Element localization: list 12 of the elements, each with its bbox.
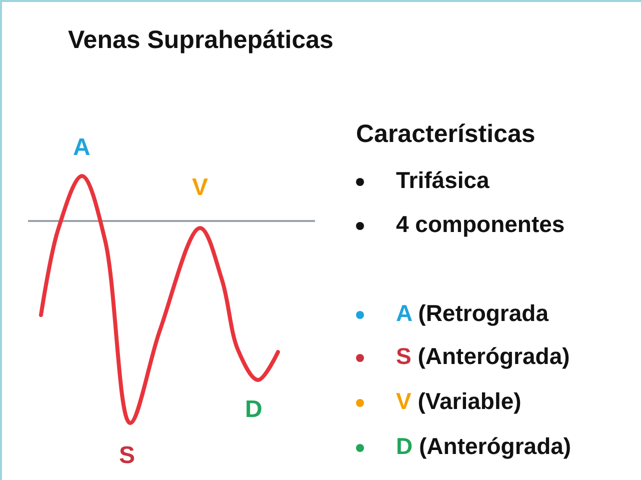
component-letter: V xyxy=(192,176,208,200)
component-letter: S xyxy=(119,444,136,468)
list-item: V (Variable) xyxy=(396,390,522,413)
list-item: A (Retrograda xyxy=(396,302,549,325)
title: Venas Suprahepáticas xyxy=(68,28,334,53)
list-item: Trifásica xyxy=(396,169,490,192)
component-letter: D xyxy=(245,398,262,422)
list-item: 4 componentes xyxy=(396,213,565,236)
list-item: S (Anterógrada) xyxy=(396,345,570,368)
list-item: D (Anterógrada) xyxy=(396,435,572,458)
heading: Características xyxy=(356,122,536,147)
component-letter: A xyxy=(73,136,90,160)
